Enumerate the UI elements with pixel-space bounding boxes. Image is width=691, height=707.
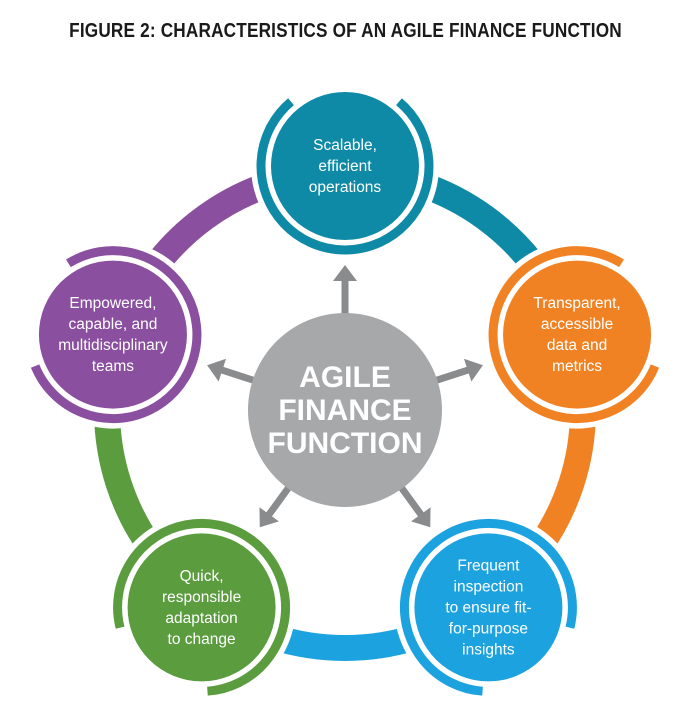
arrow-head-empowered	[207, 358, 227, 382]
node-outer-band	[256, 98, 434, 255]
node-label-line: Empowered,	[69, 295, 156, 312]
node-label-line: teams	[92, 358, 134, 375]
node-label: Frequent inspection to ensure fit-for-purp…	[445, 557, 531, 658]
node-label-line: accessible	[541, 316, 613, 333]
node-empowered: Empowered, capable, and multidisciplinary t…	[18, 240, 207, 429]
node-label-line: capable, and	[69, 316, 158, 333]
node-outer-band	[30, 246, 202, 424]
node-label: Transparent, accessible data and metrics	[533, 295, 620, 375]
node-label-line: Frequent	[457, 557, 520, 574]
node-circle	[414, 533, 563, 682]
arrow-head-quick	[259, 507, 279, 528]
node-label-line: multidisciplinary	[58, 337, 168, 354]
node-outer-band	[399, 518, 577, 696]
center-label-line: AGILE	[299, 361, 391, 394]
node-label-line: efficient	[318, 158, 372, 175]
arrow-head-transparent	[463, 358, 483, 382]
arrow-shaft-frequent	[395, 481, 425, 519]
arrow-group	[207, 265, 483, 528]
node-outer-band	[488, 246, 660, 424]
arrow-shaft-quick	[265, 481, 295, 519]
node-circle	[127, 533, 276, 682]
node-outer-band	[113, 518, 291, 696]
node-label-line: inspection	[454, 578, 524, 595]
characteristic-nodes: Scalable, efficient operationsTransparent,…	[18, 72, 672, 702]
node-label-line: Quick,	[180, 568, 224, 585]
arrow-head-scalable	[333, 265, 357, 281]
node-label-line: to change	[168, 631, 236, 648]
arrow-head-frequent	[411, 507, 431, 528]
node-label-line: data and	[547, 337, 607, 354]
node-label: Empowered, capable, and multidisciplinary t…	[58, 295, 168, 375]
node-label-line: responsible	[162, 589, 241, 606]
node-transparent: Transparent, accessible data and metrics	[483, 240, 672, 429]
center-label-line: FUNCTION	[268, 427, 423, 460]
node-quick: Quick, responsible adaptation to change	[107, 513, 296, 702]
node-label: Quick, responsible adaptation to change	[162, 568, 241, 648]
node-label-line: metrics	[552, 358, 602, 375]
node-label-line: insights	[462, 641, 515, 658]
node-label-line: operations	[309, 179, 382, 196]
center-label-line: FINANCE	[278, 394, 411, 427]
node-label-line: Scalable,	[313, 137, 377, 154]
node-scalable: Scalable, efficient operations	[251, 72, 439, 260]
node-frequent: Frequent inspection to ensure fit-for-purp…	[394, 513, 583, 702]
arrow-shaft-transparent	[430, 366, 471, 386]
node-circle	[271, 92, 419, 240]
node-label-line: to ensure fit-	[445, 599, 531, 616]
node-label-line: adaptation	[165, 610, 237, 627]
node-circle	[38, 260, 187, 409]
arrow-shaft-empowered	[219, 366, 260, 386]
figure-title: FIGURE 2: CHARACTERISTICS OF AN AGILE FI…	[69, 20, 622, 42]
center-circle	[248, 313, 442, 507]
node-label-line: for-purpose	[449, 620, 528, 637]
node-label-line: Transparent,	[533, 295, 620, 312]
node-circle	[503, 260, 652, 409]
node-label: Scalable, efficient operations	[309, 137, 382, 196]
